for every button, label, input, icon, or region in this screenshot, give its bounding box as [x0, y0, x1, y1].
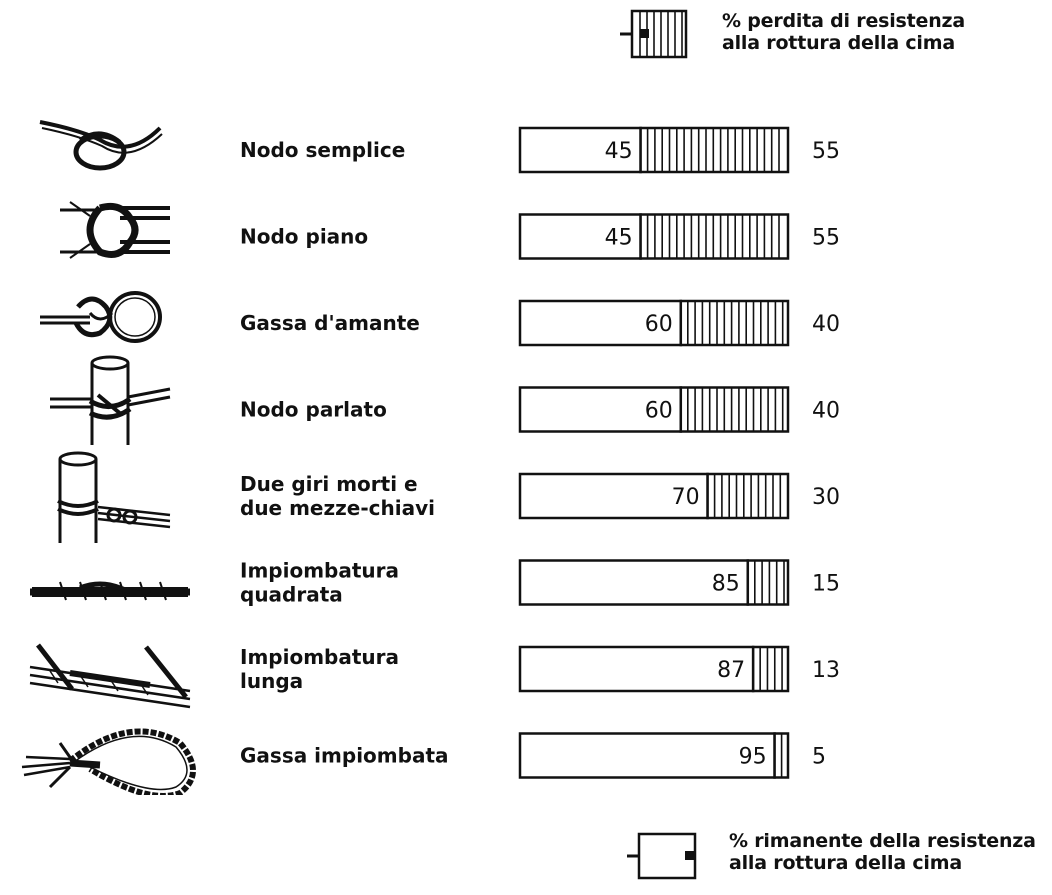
- remaining-value-label: 60: [645, 399, 673, 424]
- bar-row: [518, 559, 790, 606]
- category-label-line: Gassa impiombata: [240, 744, 449, 768]
- remaining-value-labels: 45 45 60 60 70 85 87 95: [605, 139, 767, 770]
- loss-value-label: 55: [812, 139, 840, 164]
- plain-bar-swatch-icon: [627, 832, 697, 880]
- loss-value-label: 13: [812, 658, 840, 683]
- loss-hatch: [686, 387, 784, 432]
- hatched-bar-swatch-icon: [620, 9, 688, 59]
- bar-row: [518, 299, 790, 347]
- remaining-value-label: 95: [739, 745, 767, 770]
- category-label-line: due mezze-chiavi: [240, 496, 435, 520]
- loss-bar-segment: [639, 126, 790, 174]
- loss-bar-segment: [679, 299, 790, 347]
- loss-value-label: 30: [812, 485, 840, 510]
- loss-bar-segment: [746, 559, 790, 606]
- loss-value-label: 5: [812, 745, 826, 770]
- category-label-line: Nodo semplice: [240, 138, 405, 162]
- category-label-line: Gassa d'amante: [240, 311, 420, 335]
- bar-row: [518, 472, 790, 520]
- legend-loss: % perdita di resistenza alla rottura del…: [618, 8, 1038, 68]
- legend-loss-line-1: % perdita di resistenza: [722, 10, 966, 32]
- legend-remain: % rimanente della resistenza alla rottur…: [625, 828, 1050, 890]
- loss-hatch: [759, 647, 783, 691]
- loss-bar-segment: [679, 386, 790, 433]
- reef-knot-icon: [60, 201, 170, 259]
- loss-hatch: [753, 560, 785, 605]
- legend-remain-text: % rimanente della resistenza alla rottur…: [729, 830, 1036, 874]
- remaining-value-label: 85: [712, 572, 740, 597]
- bar-row: [518, 126, 790, 174]
- bar-row: [518, 732, 790, 779]
- stacked-bars: [518, 126, 790, 779]
- bar-row: [518, 213, 790, 260]
- loss-value-label: 40: [812, 399, 840, 424]
- category-label-line: Due giri morti e: [240, 472, 418, 496]
- loss-hatch: [646, 214, 780, 259]
- overhand-knot-icon: [39, 120, 163, 171]
- remaining-value-label: 60: [645, 312, 673, 337]
- category-label-line: Impiombatura: [240, 559, 399, 583]
- loss-value-label: 55: [812, 226, 840, 251]
- remaining-value-label: 87: [717, 658, 745, 683]
- loss-value-label: 15: [812, 572, 840, 597]
- eye-splice-icon: [21, 728, 196, 795]
- category-label-line: Impiombatura: [240, 645, 399, 669]
- legend-loss-text: % perdita di resistenza alla rottura del…: [722, 10, 965, 54]
- bar-row: [518, 645, 790, 693]
- bar-row: [518, 386, 790, 433]
- remaining-value-label: 45: [605, 139, 633, 164]
- clove-hitch-icon: [50, 355, 171, 445]
- loss-bar-segment: [639, 213, 790, 260]
- loss-hatch: [686, 301, 784, 345]
- remaining-value-label: 45: [605, 226, 633, 251]
- category-label-line: quadrata: [240, 583, 343, 607]
- remaining-bar-segment: [518, 213, 642, 260]
- loss-value-labels: 55 55 40 40 30 15 13 5: [812, 139, 840, 770]
- short-splice-icon: [30, 581, 190, 601]
- remaining-value-label: 70: [672, 485, 700, 510]
- legend-remain-line-1: % rimanente della resistenza: [729, 830, 1036, 852]
- category-label-line: Nodo parlato: [240, 398, 387, 422]
- remaining-bar-segment: [518, 126, 642, 174]
- round-turn-two-half-hitches-icon: [57, 451, 171, 543]
- remaining-bar-segment: [518, 559, 750, 606]
- legend-remain-line-2: alla rottura della cima: [729, 852, 962, 874]
- remaining-bar-segment: [518, 386, 683, 433]
- category-label: Nodo parlato: [240, 398, 387, 422]
- bowline-icon: [40, 291, 162, 343]
- remaining-bar-segment: [518, 645, 755, 693]
- remaining-bar-segment: [518, 472, 709, 520]
- category-label-line: lunga: [240, 669, 303, 693]
- category-label: Nodo semplice: [240, 138, 405, 162]
- category-label: Nodo piano: [240, 225, 368, 249]
- category-label: Gassa impiombata: [240, 744, 449, 768]
- loss-hatch: [646, 128, 780, 172]
- category-label: Gassa d'amante: [240, 311, 420, 335]
- category-label-line: Nodo piano: [240, 225, 368, 249]
- remaining-bar-segment: [518, 732, 776, 779]
- knot-icons: [21, 120, 196, 795]
- legend-loss-line-2: alla rottura della cima: [722, 32, 955, 54]
- loss-hatch: [713, 474, 782, 518]
- long-splice-icon: [29, 643, 191, 709]
- loss-bar-segment: [706, 472, 790, 520]
- loss-value-label: 40: [812, 312, 840, 337]
